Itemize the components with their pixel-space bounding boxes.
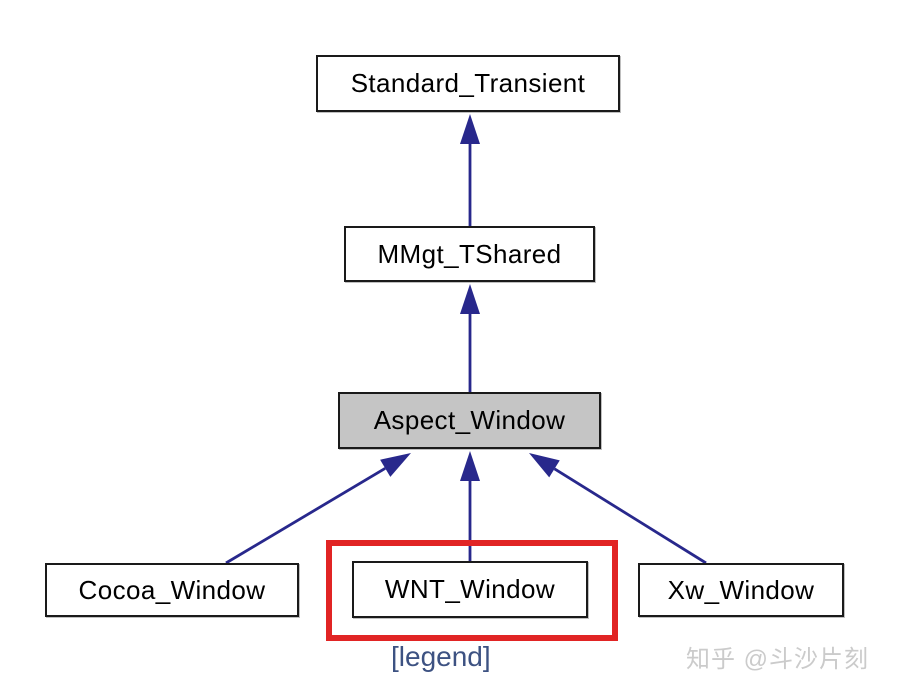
- class-node-label: Cocoa_Window: [78, 574, 266, 605]
- inheritance-arrowhead: [460, 451, 480, 481]
- class-node-mmgt-tshared: MMgt_TShared: [344, 226, 595, 282]
- class-node-label: Xw_Window: [667, 574, 815, 605]
- inheritance-arrowhead: [460, 114, 480, 144]
- class-node-label: Aspect_Window: [373, 405, 566, 435]
- class-node-label: WNT_Window: [384, 574, 556, 604]
- inheritance-arrowhead: [460, 284, 480, 314]
- inheritance-arrowhead: [380, 453, 411, 477]
- class-node-cocoa-window: Cocoa_Window: [45, 563, 299, 617]
- inheritance-arrowhead: [529, 453, 560, 478]
- class-node-label: MMgt_TShared: [377, 238, 562, 269]
- class-node-xw-window: Xw_Window: [638, 563, 844, 617]
- class-node-aspect-window: Aspect_Window: [338, 392, 601, 449]
- class-node-standard-transient: Standard_Transient: [316, 55, 620, 112]
- class-node-wnt-window: WNT_Window: [352, 561, 588, 618]
- class-node-label: Standard_Transient: [350, 68, 586, 98]
- highlight-red-box: [326, 540, 618, 641]
- zhihu-watermark: 知乎 @斗沙片刻: [686, 646, 870, 673]
- legend-link[interactable]: [legend]: [391, 641, 491, 672]
